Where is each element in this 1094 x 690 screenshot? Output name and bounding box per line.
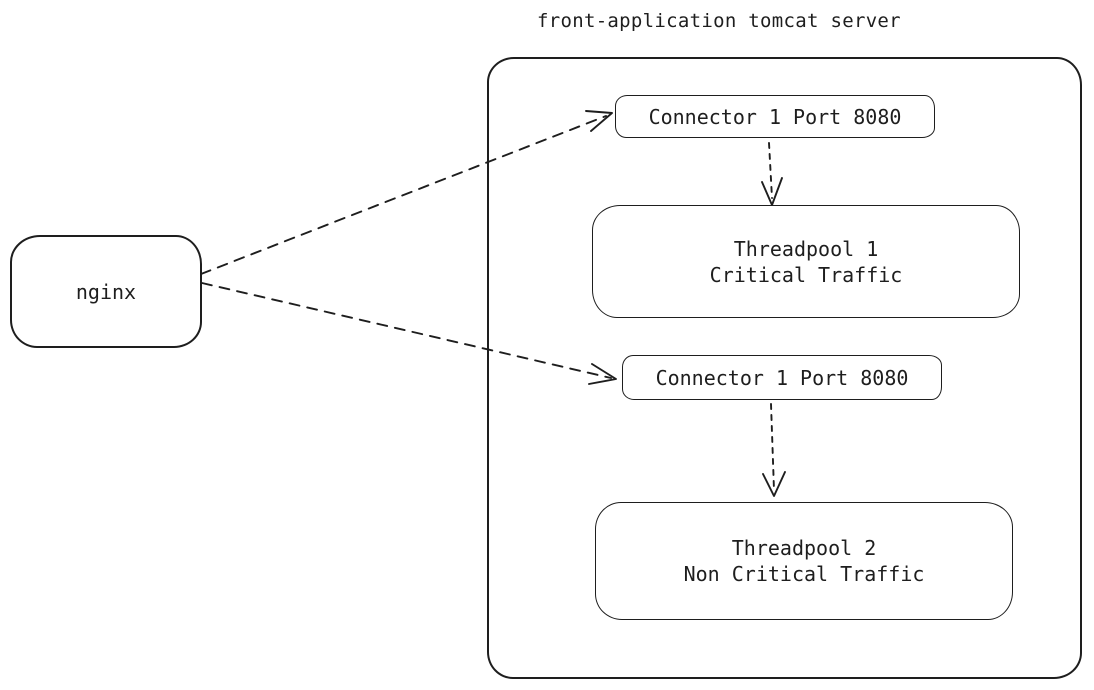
connector-bottom-label: Connector 1 Port 8080 [655, 365, 909, 390]
threadpool-1-subtitle: Critical Traffic [709, 262, 903, 287]
diagram-title: front-application tomcat server [537, 10, 901, 32]
node-connector-top: Connector 1 Port 8080 [615, 95, 935, 138]
threadpool-2-title: Threadpool 2 [731, 536, 877, 560]
threadpool-2-subtitle: Non Critical Traffic [683, 562, 925, 586]
threadpool-1-title: Threadpool 1 [733, 236, 879, 261]
node-threadpool-1: Threadpool 1 Critical Traffic [592, 205, 1020, 318]
node-nginx: nginx [10, 235, 202, 348]
node-connector-bottom: Connector 1 Port 8080 [622, 355, 942, 400]
connector-top-label: Connector 1 Port 8080 [648, 104, 902, 129]
nginx-label: nginx [75, 279, 137, 304]
node-threadpool-2: Threadpool 2 Non Critical Traffic [595, 502, 1013, 620]
